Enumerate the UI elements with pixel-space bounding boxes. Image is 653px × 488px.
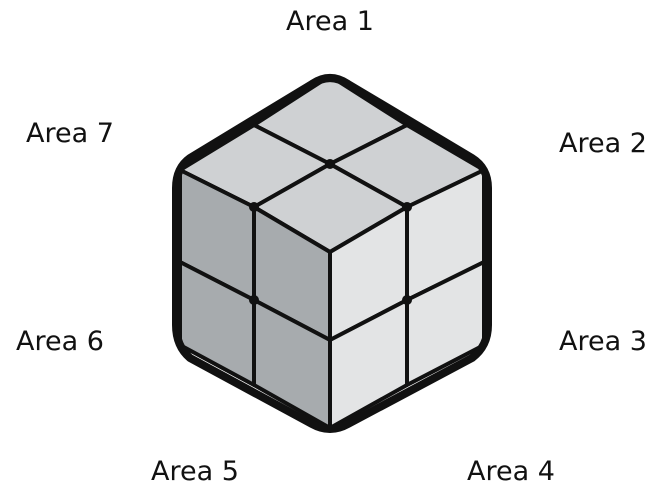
area-2-label: Area 2 [559,128,647,159]
area-4-label: Area 4 [467,456,555,487]
area-1-label: Area 1 [286,6,374,37]
area-3-label: Area 3 [559,326,647,357]
area-5-label: Area 5 [151,456,239,487]
area-7-label: Area 7 [26,118,114,149]
area-6-label: Area 6 [16,326,104,357]
